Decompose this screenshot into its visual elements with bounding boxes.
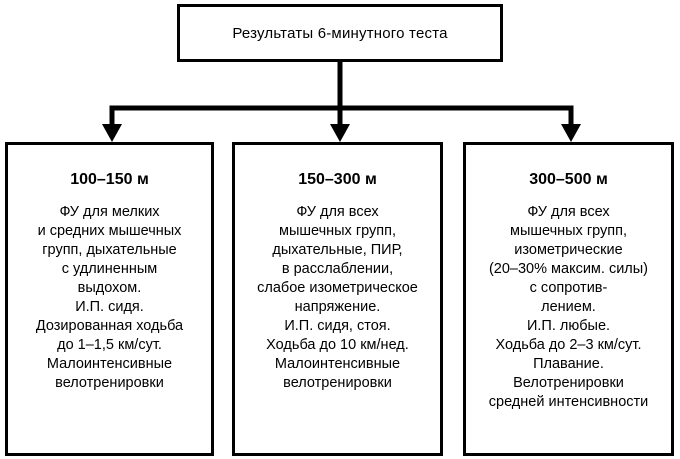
result-box-100-150: 100–150 м ФУ для мелких и средних мышечн… [5,142,214,456]
text-line: ФУ для мелких [59,204,160,220]
text-line: выдохом. [77,280,142,296]
result-box-300-500: 300–500 м ФУ для всех мышечных групп, из… [463,142,674,456]
text-line: напряжение. [294,299,381,315]
column-heading: 100–150 м [70,171,149,188]
text-line: велотренировки [283,375,392,391]
result-box-150-300: 150–300 м ФУ для всех мышечных групп, ды… [232,142,443,456]
text-line: И.П. сидя, стоя. [284,318,391,334]
column-heading: 150–300 м [298,171,377,188]
column-heading: 300–500 м [529,171,608,188]
text-line: до 1–1,5 км/сут. [57,337,162,353]
text-line: с сопротив- [529,280,608,296]
root-box: Результаты 6-минутного теста [177,4,503,62]
text-line: велотренировки [55,375,164,391]
text-line: и средних мышечных [37,223,182,239]
recommendation-text: ФУ для мелких и средних мышечных групп, … [8,203,211,393]
text-line: И.П. любые. [526,318,611,334]
text-line: средней интенсивности [488,394,649,410]
text-line: Малоинтенсивные [46,356,173,372]
arrow-head-left [102,124,122,142]
text-line: с удлиненным [61,261,158,277]
text-line: Дозированная ходьба [35,318,184,334]
text-line: Ходьба до 2–3 км/сут. [495,337,642,353]
text-line: И.П. сидя. [75,299,144,315]
text-line: мышечных групп, [278,223,397,239]
text-line: дыхательные, ПИР, [272,242,403,258]
text-line: Ходьба до 10 км/нед. [266,337,409,353]
text-line: в расслаблении, [281,261,394,277]
arrow-head-middle [330,124,350,142]
text-line: Плавание. [533,356,604,372]
text-line: изометрические [514,242,623,258]
text-line: групп, дыхательные [42,242,177,258]
text-line: ФУ для всех [527,204,610,220]
text-line: Велотренировки [513,375,624,391]
text-line: ФУ для всех [296,204,379,220]
arrow-head-right [561,124,581,142]
text-line: лением. [541,299,596,315]
recommendation-text: ФУ для всех мышечных групп, изометрическ… [466,203,671,412]
text-line: Малоинтенсивные [274,356,401,372]
text-line: мышечных групп, [509,223,628,239]
text-line: (20–30% максим. силы) [488,261,649,277]
root-title: Результаты 6-минутного теста [232,24,448,42]
recommendation-text: ФУ для всех мышечных групп, дыхательные,… [235,203,440,393]
text-line: слабое изометрическое [257,280,418,296]
